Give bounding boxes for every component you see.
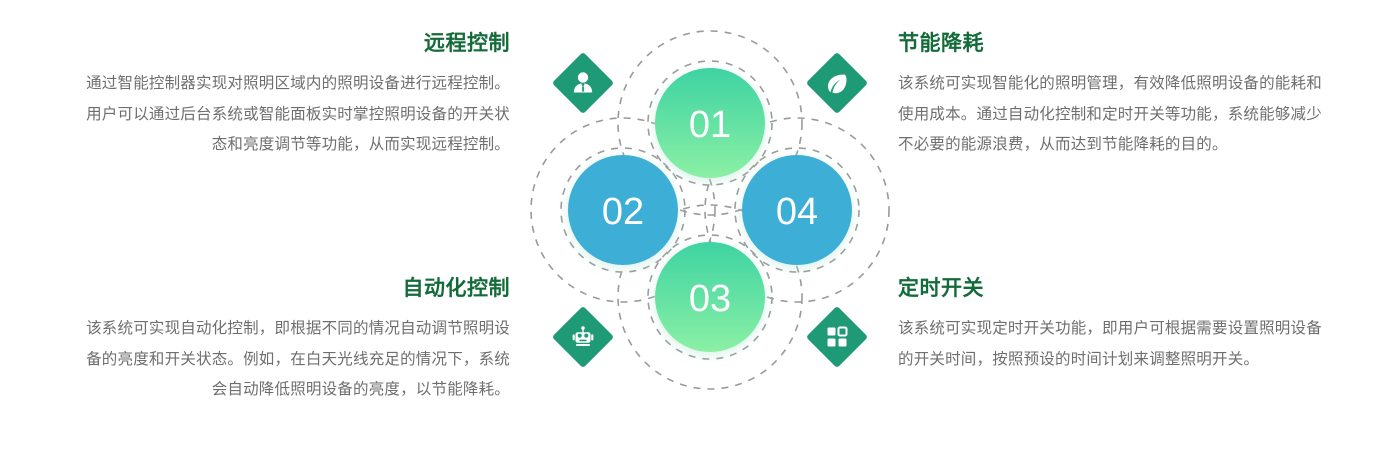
body-energy-saving: 该系统可实现智能化的照明管理，有效降低照明设备的能耗和使用成本。通过自动化控制和…	[898, 75, 1322, 153]
dashed-outer-rings	[530, 30, 890, 390]
diagram-node-01[interactable]: 01	[655, 68, 765, 178]
node-01-label: 01	[689, 104, 731, 146]
dashed-outer-ring-left	[530, 117, 716, 303]
diagram-node-03[interactable]: 03	[655, 242, 765, 352]
body-remote-control: 通过智能控制器实现对照明区域内的照明设备进行远程控制。用户可以通过后台系统或智能…	[86, 75, 510, 153]
heading-energy-saving: 节能降耗	[898, 32, 984, 55]
text-block-remote-control: 远程控制 通过智能控制器实现对照明区域内的照明设备进行远程控制。用户可以通过后台…	[80, 30, 510, 160]
node-01-circle[interactable]	[655, 68, 765, 178]
heading-automation-control: 自动化控制	[402, 277, 510, 300]
center-clover-diagram: 01 02 03 04	[510, 10, 910, 410]
diagram-node-04[interactable]: 04	[742, 155, 852, 265]
text-block-timer-switch: 定时开关 该系统可实现定时开关功能，即用户可根据需要设置照明设备的开关时间，按照…	[898, 275, 1328, 375]
heading-timer-switch: 定时开关	[898, 277, 984, 300]
body-timer-switch: 该系统可实现定时开关功能，即用户可根据需要设置照明设备的开关时间，按照预设的时间…	[898, 320, 1322, 368]
grid-dashboard-icon	[827, 326, 848, 347]
dashed-inner-ring-bottom	[647, 234, 773, 360]
text-block-energy-saving: 节能降耗 该系统可实现智能化的照明管理，有效降低照明设备的能耗和使用成本。通过自…	[898, 30, 1328, 160]
badge-bottom-right[interactable]	[806, 306, 868, 368]
leaf-icon	[828, 74, 847, 94]
dashed-inner-rings	[560, 60, 860, 360]
diamond-shape-bottom-right[interactable]	[806, 306, 868, 368]
badge-top-left[interactable]	[552, 52, 614, 114]
node-04-label: 04	[776, 191, 818, 233]
dashed-inner-ring-top	[647, 60, 773, 186]
businessman-icon	[573, 72, 593, 93]
text-block-automation-control: 自动化控制 该系统可实现自动化控制，即根据不同的情况自动调节照明设备的亮度和开关…	[80, 275, 510, 405]
node-02-circle[interactable]	[568, 155, 678, 265]
dashed-outer-ring-bottom	[617, 204, 803, 390]
heading-remote-control: 远程控制	[424, 32, 510, 55]
node-02-label: 02	[602, 191, 644, 233]
dashed-inner-ring-left	[560, 147, 686, 273]
dashed-inner-ring-right	[734, 147, 860, 273]
body-automation-control: 该系统可实现自动化控制，即根据不同的情况自动调节照明设备的亮度和开关状态。例如，…	[86, 320, 510, 398]
dashed-outer-ring-right	[704, 117, 890, 303]
robot-icon	[572, 326, 594, 346]
badge-bottom-left[interactable]	[552, 306, 614, 368]
node-03-label: 03	[689, 278, 731, 320]
node-04-circle[interactable]	[742, 155, 852, 265]
badge-top-right[interactable]	[806, 52, 868, 114]
dashed-outer-ring-top	[617, 30, 803, 216]
diagram-node-02[interactable]: 02	[568, 155, 678, 265]
node-03-circle[interactable]	[655, 242, 765, 352]
